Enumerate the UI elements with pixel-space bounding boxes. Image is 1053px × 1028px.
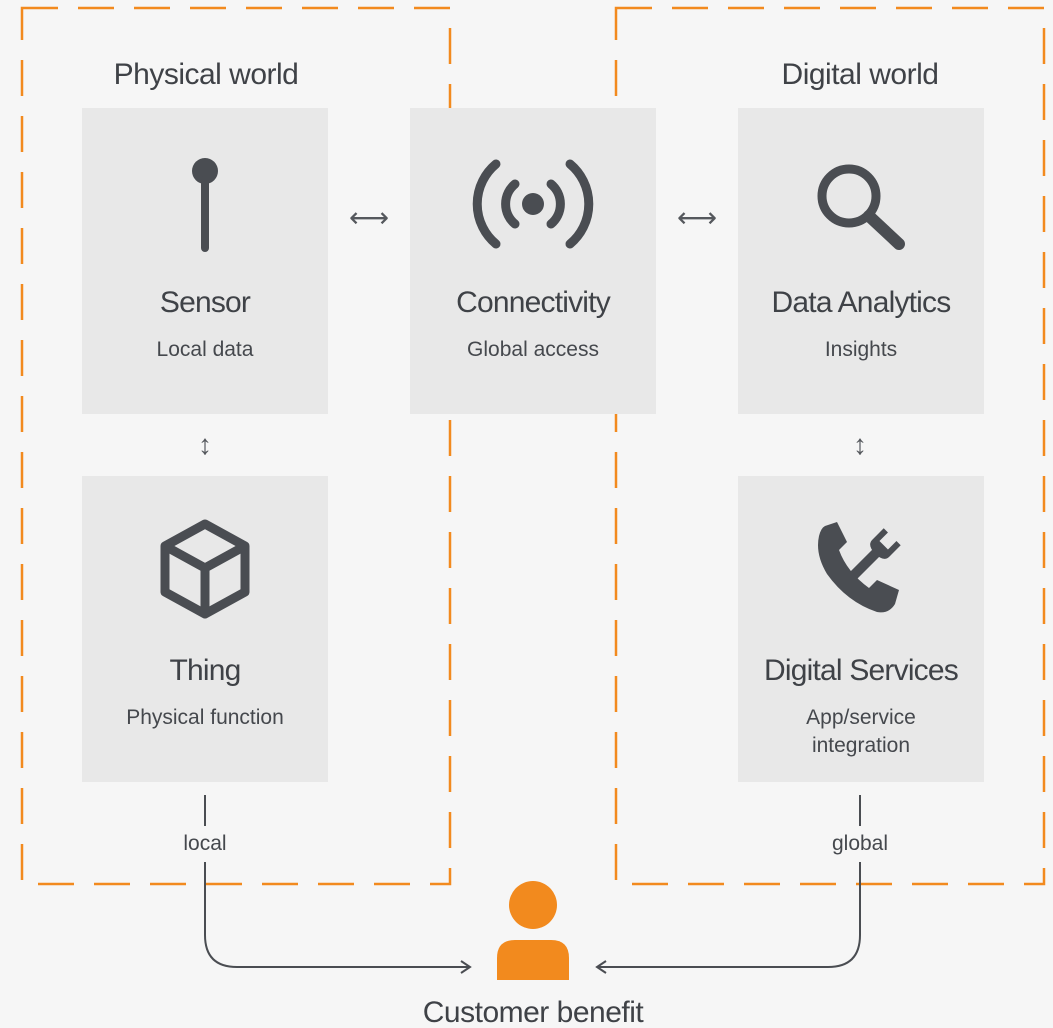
physical-world-region — [20, 6, 452, 886]
sensor-pin-icon — [82, 158, 328, 258]
digital-services-title: Digital Services — [764, 654, 959, 687]
person-icon — [495, 880, 571, 980]
digital-world-region — [614, 6, 1046, 886]
sensor-subtitle: Local data — [156, 338, 254, 361]
digital-services-card: Digital Services App/service integration — [738, 476, 984, 782]
thing-title: Thing — [169, 654, 241, 687]
sensor-connectivity-arrow: ⟷ — [348, 202, 390, 233]
sensor-thing-arrow: ↕ — [198, 429, 212, 460]
phone-wrench-icon — [738, 518, 984, 618]
thing-subtitle: Physical function — [126, 706, 284, 729]
data-analytics-card: Data Analytics Insights — [738, 108, 984, 414]
digital-services-subtitle-line2: integration — [811, 734, 911, 757]
wireless-signal-icon — [410, 156, 656, 252]
data-analytics-title: Data Analytics — [771, 286, 952, 319]
global-label: global — [831, 832, 889, 855]
connectivity-subtitle: Global access — [467, 338, 599, 361]
customer-benefit-label: Customer benefit — [422, 996, 644, 1028]
physical-world-title: Physical world — [113, 58, 299, 91]
local-connector-path — [204, 862, 472, 974]
data-analytics-subtitle: Insights — [824, 338, 898, 361]
local-label: local — [183, 832, 227, 855]
analytics-services-arrow: ↕ — [853, 429, 867, 460]
digital-services-subtitle-line1: App/service — [806, 706, 916, 729]
magnifier-icon — [738, 158, 984, 254]
sensor-title: Sensor — [159, 286, 251, 319]
digital-world-title: Digital world — [781, 58, 939, 91]
sensor-card: Sensor Local data — [82, 108, 328, 414]
cube-icon — [82, 516, 328, 620]
thing-card: Thing Physical function — [82, 476, 328, 782]
connectivity-card: Connectivity Global access — [410, 108, 656, 414]
connectivity-title: Connectivity — [456, 286, 611, 319]
connectivity-analytics-arrow: ⟷ — [676, 202, 718, 233]
global-connector-path — [595, 862, 861, 974]
